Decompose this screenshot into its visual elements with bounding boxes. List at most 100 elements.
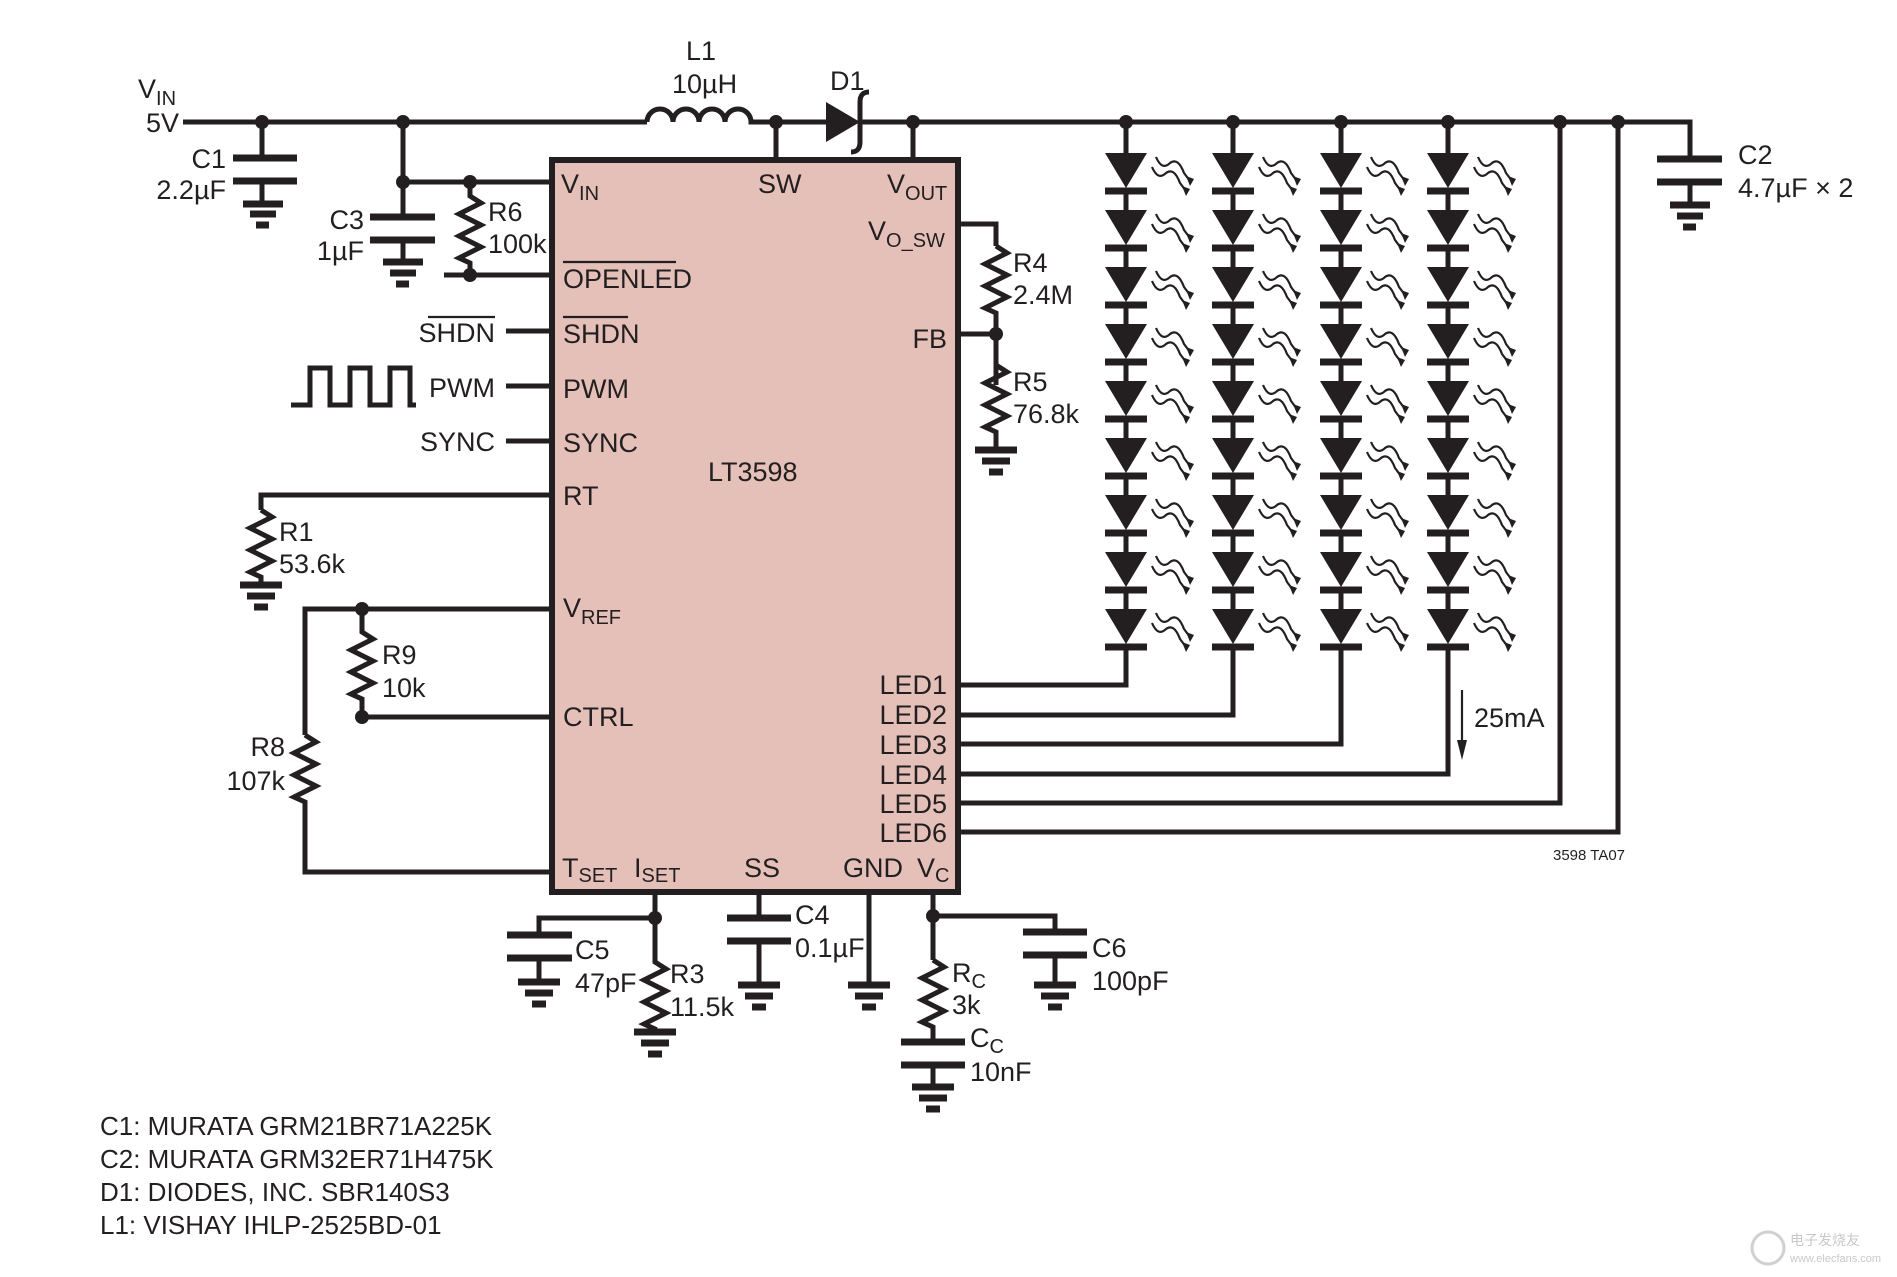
capacitor-cc	[901, 1038, 965, 1113]
vosw-wire	[958, 221, 999, 246]
resistor-r5	[975, 362, 1017, 476]
capacitor-c1	[233, 122, 297, 229]
c4-value: 0.1µF	[795, 933, 865, 963]
light-emission-icon	[1365, 156, 1409, 196]
pin-label-led1: LED1	[879, 670, 947, 700]
light-emission-icon	[1472, 156, 1516, 196]
led-icon	[1320, 495, 1409, 552]
led-string-4	[958, 115, 1516, 777]
light-emission-icon	[1257, 156, 1301, 196]
r8-value: 107k	[226, 766, 285, 796]
led-icon	[1320, 609, 1409, 652]
light-emission-icon	[1257, 498, 1301, 538]
capacitor-c2	[1657, 155, 1722, 231]
ground-gnd-pin	[848, 892, 890, 1011]
resistor-r1	[240, 507, 282, 611]
r3-value: 11.5k	[670, 992, 735, 1022]
light-emission-icon	[1150, 612, 1194, 652]
pin-label-fb: FB	[912, 324, 947, 354]
junction-sw	[769, 115, 783, 129]
light-emission-icon	[1150, 213, 1194, 253]
led-icon	[1212, 438, 1301, 495]
led6-rail-wire	[958, 122, 1621, 835]
light-emission-icon	[1150, 555, 1194, 595]
led-icon	[1105, 267, 1194, 324]
pin-label-led4: LED4	[879, 760, 947, 790]
l1-value: 10µH	[672, 69, 737, 99]
rc-ref: RC	[952, 958, 986, 993]
sync-signal-label: SYNC	[420, 427, 495, 457]
watermark-url: www.elecfans.com	[1789, 1253, 1881, 1265]
watermark: 电子发烧友 www.elecfans.com	[1750, 1230, 1881, 1266]
vin-value: 5V	[146, 108, 179, 138]
light-emission-icon	[1365, 555, 1409, 595]
led-icon	[1212, 495, 1301, 552]
led-icon	[1320, 381, 1409, 438]
cc-value: 10nF	[970, 1057, 1032, 1087]
iset-wire	[536, 892, 658, 935]
resistor-r3	[634, 918, 676, 1058]
led-icon	[1212, 552, 1301, 609]
pin-label-ss: SS	[744, 853, 780, 883]
led-icon	[1320, 324, 1409, 381]
led-icon	[1105, 495, 1194, 552]
bom-note-c1: C1: MURATA GRM21BR71A225K	[100, 1111, 493, 1141]
pin-label-sw: SW	[758, 169, 802, 199]
watermark-logo-icon	[1750, 1230, 1786, 1266]
led-icon	[1212, 153, 1301, 210]
junction-fb	[989, 327, 1003, 341]
pin-label-vin: VIN	[561, 169, 599, 205]
led-icon	[1320, 267, 1409, 324]
led-icon	[1212, 609, 1301, 652]
r6-value: 100k	[488, 229, 547, 259]
led-icon	[1212, 381, 1301, 438]
junction-led6-rail	[1611, 115, 1625, 129]
led-array	[958, 115, 1516, 777]
led-icon	[1105, 153, 1194, 210]
pwm-waveform-icon	[291, 365, 416, 408]
led4-return-wire	[958, 647, 1451, 777]
pin-label-vosw: VO_SW	[868, 216, 945, 252]
resistor-r6	[453, 182, 487, 275]
pin-label-sync: SYNC	[563, 428, 638, 458]
led1-return-wire	[958, 647, 1129, 688]
light-emission-icon	[1472, 612, 1516, 652]
led-icon	[1105, 552, 1194, 609]
light-emission-icon	[1150, 498, 1194, 538]
led-icon	[1212, 267, 1301, 324]
bom-note-l1: L1: VISHAY IHLP-2525BD-01	[100, 1210, 442, 1240]
light-emission-icon	[1150, 327, 1194, 367]
led-string-2	[958, 115, 1301, 718]
led-icon	[1105, 609, 1194, 652]
r8-ref: R8	[250, 732, 285, 762]
pin-label-gnd: GND	[843, 853, 903, 883]
light-emission-icon	[1257, 612, 1301, 652]
led-icon	[1427, 324, 1516, 381]
led-icon	[1427, 210, 1516, 267]
shdn-signal-label: SHDN	[418, 318, 495, 348]
led-icon	[1427, 609, 1516, 652]
light-emission-icon	[1472, 270, 1516, 310]
light-emission-icon	[1472, 555, 1516, 595]
junction-vin-pin	[396, 175, 410, 189]
pin-label-led2: LED2	[879, 700, 947, 730]
pin-label-led3: LED3	[879, 730, 947, 760]
pin-label-led6: LED6	[879, 818, 947, 848]
c1-ref: C1	[191, 144, 226, 174]
led-icon	[1105, 210, 1194, 267]
light-emission-icon	[1365, 384, 1409, 424]
figure-id: 3598 TA07	[1553, 847, 1625, 864]
light-emission-icon	[1257, 441, 1301, 481]
watermark-cn: 电子发烧友	[1790, 1232, 1860, 1248]
resistor-r4	[979, 243, 1013, 385]
light-emission-icon	[1472, 213, 1516, 253]
light-emission-icon	[1472, 327, 1516, 367]
light-emission-icon	[1150, 441, 1194, 481]
light-emission-icon	[1365, 213, 1409, 253]
c2-ref: C2	[1738, 140, 1773, 170]
resistor-r9	[345, 609, 379, 717]
led-icon	[1427, 495, 1516, 552]
light-emission-icon	[1150, 384, 1194, 424]
light-emission-icon	[1257, 384, 1301, 424]
bom-note-c2: C2: MURATA GRM32ER71H475K	[100, 1144, 494, 1174]
